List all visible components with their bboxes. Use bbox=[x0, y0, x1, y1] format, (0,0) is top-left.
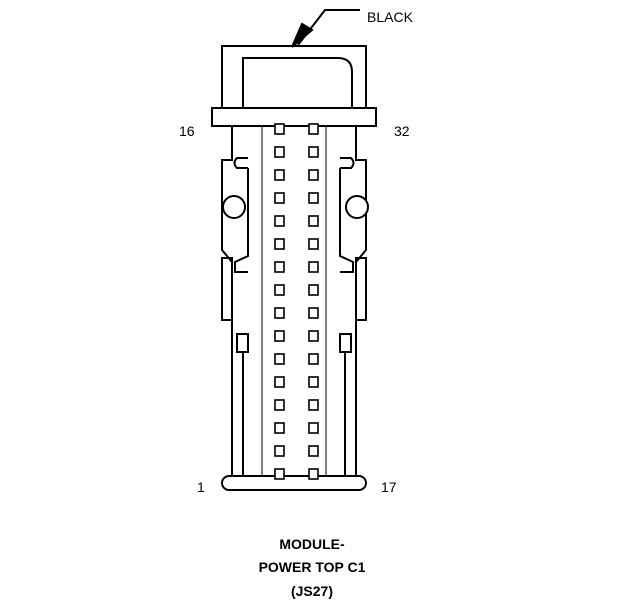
pin-cavity bbox=[308, 238, 319, 250]
caption-line-2: POWER TOP C1 bbox=[258, 559, 366, 575]
pin-cavity bbox=[274, 399, 285, 411]
pin-cavity bbox=[274, 422, 285, 434]
callout-arrowhead bbox=[291, 22, 314, 48]
connector-base bbox=[221, 475, 367, 491]
pin-cavity bbox=[308, 261, 319, 273]
pin-cavity bbox=[274, 215, 285, 227]
pin-cavity bbox=[308, 123, 319, 135]
pin-cavity bbox=[274, 376, 285, 388]
connector-flange bbox=[211, 107, 377, 127]
left-latch-rail bbox=[234, 168, 249, 273]
left-latch-slot bbox=[233, 157, 248, 169]
right-lower-slot bbox=[339, 333, 352, 353]
pin-cavity bbox=[274, 307, 285, 319]
right-latch-slot bbox=[340, 157, 355, 169]
right-latch-rail bbox=[339, 168, 354, 273]
pin-cavity bbox=[274, 353, 285, 365]
pin-label-17: 17 bbox=[381, 479, 397, 495]
pin-cavity bbox=[308, 284, 319, 296]
pin-cavity bbox=[274, 284, 285, 296]
pin-label-1: 1 bbox=[197, 479, 205, 495]
pin-cavity bbox=[308, 422, 319, 434]
pin-cavity bbox=[308, 215, 319, 227]
connector-hood-inner bbox=[242, 57, 353, 108]
pin-label-16: 16 bbox=[179, 123, 195, 139]
pin-cavity bbox=[308, 445, 319, 457]
pin-cavity bbox=[308, 169, 319, 181]
pin-cavity bbox=[308, 192, 319, 204]
callout-color-label: BLACK bbox=[367, 9, 413, 25]
pin-cavity bbox=[274, 146, 285, 158]
connector-hood bbox=[221, 45, 367, 108]
caption-line-1: MODULE- bbox=[279, 536, 345, 552]
pin-cavity bbox=[274, 445, 285, 457]
left-lock-arm bbox=[221, 257, 233, 321]
pin-cavity bbox=[308, 146, 319, 158]
pin-cavity bbox=[274, 468, 285, 480]
pin-cavity bbox=[308, 376, 319, 388]
pin-cavity bbox=[308, 330, 319, 342]
pin-cavity bbox=[274, 192, 285, 204]
pin-cavity bbox=[274, 330, 285, 342]
caption-line-3: (JS27) bbox=[290, 583, 334, 599]
left-lock-tab bbox=[222, 195, 246, 219]
pin-cavity bbox=[274, 169, 285, 181]
right-lock-arm bbox=[355, 257, 367, 321]
left-lower-slot bbox=[236, 333, 249, 353]
pin-cavity bbox=[308, 353, 319, 365]
pin-cavity bbox=[274, 261, 285, 273]
pin-cavity bbox=[274, 238, 285, 250]
pin-cavity bbox=[308, 399, 319, 411]
right-lock-tab bbox=[345, 195, 369, 219]
pin-cavities bbox=[274, 123, 319, 480]
pin-cavity bbox=[308, 307, 319, 319]
pin-cavity bbox=[274, 123, 285, 135]
pin-label-32: 32 bbox=[394, 123, 410, 139]
cavity-wall bbox=[261, 126, 327, 476]
pin-cavity bbox=[308, 468, 319, 480]
